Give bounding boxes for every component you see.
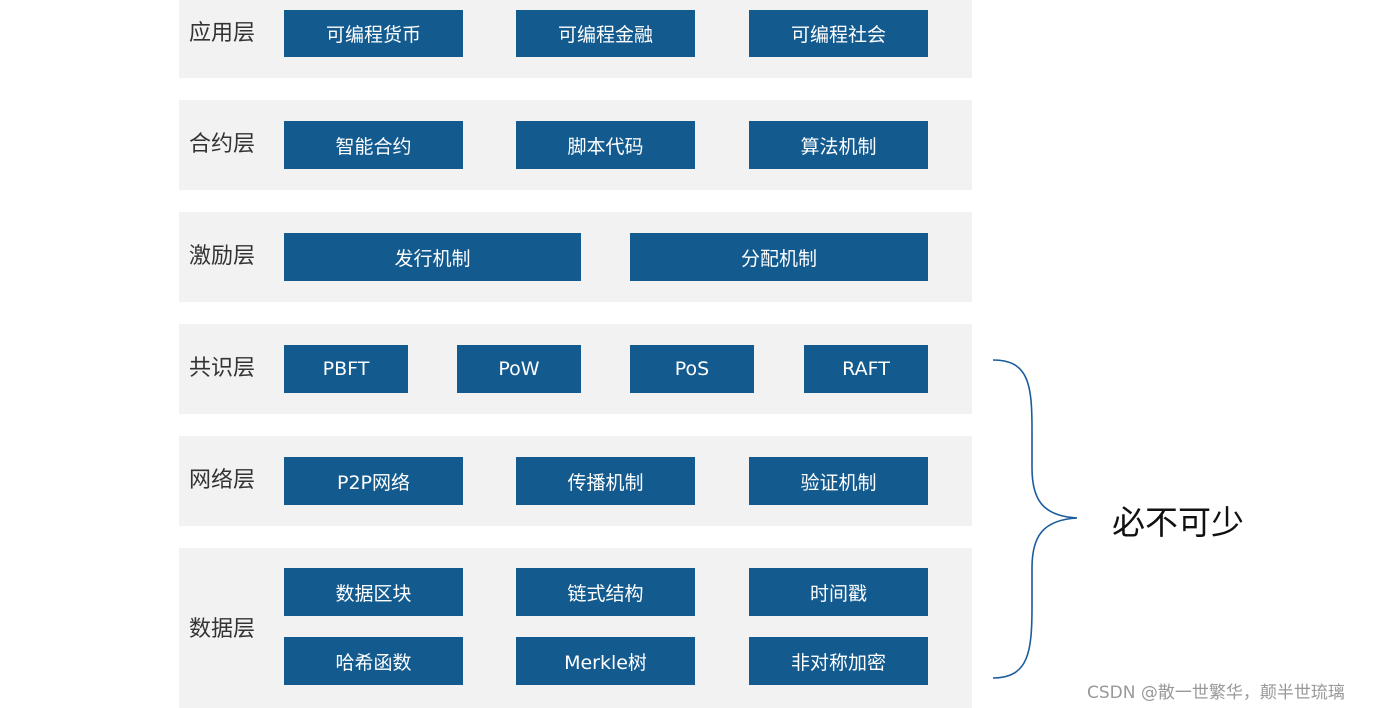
box-asymmetric-encryption: 非对称加密 bbox=[749, 637, 928, 685]
layer-application: 应用层 可编程货币 可编程金融 可编程社会 bbox=[179, 0, 972, 78]
box-pos: PoS bbox=[630, 345, 754, 393]
layer-label: 共识层 bbox=[189, 356, 256, 381]
box-issuance-mechanism: 发行机制 bbox=[284, 233, 581, 281]
layer-label: 激励层 bbox=[189, 244, 256, 269]
box-programmable-finance: 可编程金融 bbox=[516, 10, 695, 57]
layer-consensus: 共识层 PBFT PoW PoS RAFT bbox=[179, 324, 972, 414]
box-raft: RAFT bbox=[804, 345, 928, 393]
layer-incentive: 激励层 发行机制 分配机制 bbox=[179, 212, 972, 302]
layer-network: 网络层 P2P网络 传播机制 验证机制 bbox=[179, 436, 972, 526]
brace-label: 必不可少 bbox=[1112, 503, 1244, 542]
box-data-block: 数据区块 bbox=[284, 568, 463, 616]
curly-brace-path bbox=[992, 359, 1078, 679]
box-pow: PoW bbox=[457, 345, 581, 393]
box-programmable-society: 可编程社会 bbox=[749, 10, 928, 57]
box-algorithm-mechanism: 算法机制 bbox=[749, 121, 928, 169]
box-propagation-mechanism: 传播机制 bbox=[516, 457, 695, 505]
box-distribution-mechanism: 分配机制 bbox=[630, 233, 928, 281]
layer-label: 应用层 bbox=[189, 21, 256, 46]
box-merkle-tree: Merkle树 bbox=[516, 637, 695, 685]
curly-brace bbox=[992, 359, 1078, 679]
box-timestamp: 时间戳 bbox=[749, 568, 928, 616]
box-pbft: PBFT bbox=[284, 345, 408, 393]
box-p2p-network: P2P网络 bbox=[284, 457, 463, 505]
layer-label: 数据层 bbox=[189, 617, 256, 642]
box-verification-mechanism: 验证机制 bbox=[749, 457, 928, 505]
box-smart-contract: 智能合约 bbox=[284, 121, 463, 169]
layer-data: 数据层 数据区块 链式结构 时间戳 哈希函数 Merkle树 非对称加密 bbox=[179, 548, 972, 708]
box-hash-function: 哈希函数 bbox=[284, 637, 463, 685]
layer-label: 合约层 bbox=[189, 132, 256, 157]
watermark: CSDN @散一世繁华，颠半世琉璃 bbox=[1087, 683, 1345, 703]
layer-contract: 合约层 智能合约 脚本代码 算法机制 bbox=[179, 100, 972, 190]
layer-label: 网络层 bbox=[189, 468, 256, 493]
box-chain-structure: 链式结构 bbox=[516, 568, 695, 616]
box-programmable-currency: 可编程货币 bbox=[284, 10, 463, 57]
box-script-code: 脚本代码 bbox=[516, 121, 695, 169]
